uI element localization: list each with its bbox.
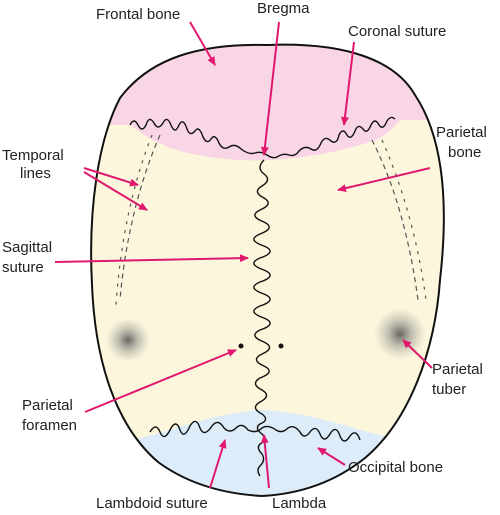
label-bregma: Bregma	[257, 0, 310, 17]
label-arrows	[54, 21, 433, 489]
label-parietal-tuber-line2: tuber	[432, 381, 466, 398]
temporal-line-right	[371, 139, 419, 301]
temporal-line-right-inner	[381, 139, 427, 301]
labels: Frontal bone Bregma Coronal suture Tempo…	[2, 0, 487, 512]
label-lambdoid-suture: Lambdoid suture	[96, 495, 208, 512]
label-parietal-foramen-line1: Parietal	[22, 397, 73, 414]
label-sagittal-suture-line2: suture	[2, 259, 44, 276]
label-occipital-bone: Occipital bone	[348, 459, 443, 476]
label-temporal-lines-line2: lines	[20, 165, 51, 182]
sagittal-suture	[253, 159, 271, 477]
lambdoid-suture	[149, 420, 361, 442]
arrow-temporal-line-lower	[83, 171, 148, 211]
skull-outline	[90, 43, 445, 498]
parietal-foramen-right	[278, 343, 284, 349]
arrow-parietal-tuber	[402, 339, 433, 369]
parietal-tuber-right	[374, 308, 426, 360]
arrow-temporal-line-upper	[83, 167, 139, 187]
label-sagittal-suture-line1: Sagittal	[2, 239, 52, 256]
label-coronal-suture: Coronal suture	[348, 23, 446, 40]
arrow-occipital-bone	[317, 447, 346, 466]
label-parietal-bone-line2: bone	[448, 144, 481, 161]
temporal-lines	[115, 134, 427, 306]
parietal-foramen-left	[238, 343, 244, 349]
arrow-lambda	[260, 434, 270, 489]
label-lambda: Lambda	[272, 495, 327, 512]
label-parietal-bone-line1: Parietal	[436, 124, 487, 141]
temporal-line-left-inner	[115, 134, 153, 306]
label-frontal-bone: Frontal bone	[96, 6, 180, 23]
temporal-line-left	[119, 134, 161, 301]
label-parietal-tuber-line1: Parietal	[432, 361, 483, 378]
label-temporal-lines-line1: Temporal	[2, 147, 64, 164]
parietal-tuber-left	[106, 318, 150, 362]
arrow-frontal-bone	[189, 21, 216, 66]
arrow-bregma	[260, 21, 280, 156]
arrow-parietal-foramen	[84, 349, 237, 413]
arrow-parietal-bone	[337, 167, 431, 193]
arrow-lambdoid-suture	[209, 439, 227, 489]
arrow-coronal-suture	[340, 41, 355, 126]
label-parietal-foramen-line2: foramen	[22, 417, 77, 434]
arrow-sagittal-suture	[54, 254, 249, 263]
